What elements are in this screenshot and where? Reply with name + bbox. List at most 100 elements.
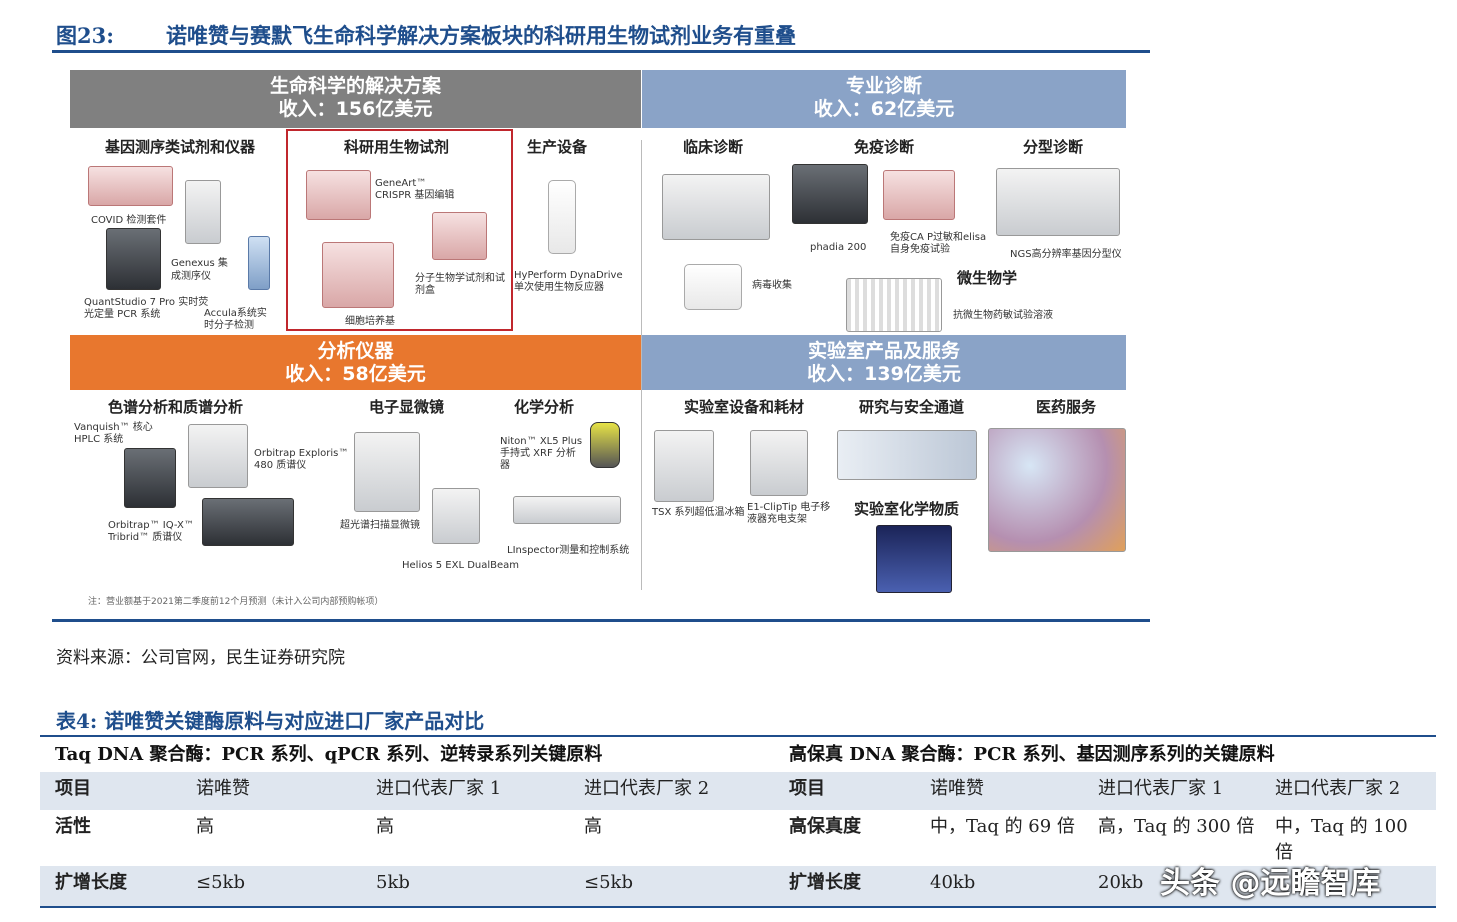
table-left-header: Taq DNA 聚合酶：PCR 系列、qPCR 系列、逆转录系列关键原料 [55,744,603,765]
caption-tribrid-1: Orbitrap™ IQ-X™ [108,520,194,531]
table-row-1-import1-right: 高，Taq 的 300 倍 [1098,816,1255,837]
col-header-vazyme-left: 诺唯赞 [196,778,250,799]
thermo-segments-infographic: 生命科学的解决方案 收入：156亿美元 专业诊断 收入：62亿美元 分析仪器 收… [70,70,1126,610]
section-immuno: 免疫诊断 [854,138,915,156]
table-row-2-vazyme-right: 40kb [930,872,976,893]
figure-number: 图23: [56,23,114,48]
table-row-1-vazyme-right: 中，Taq 的 69 倍 [930,816,1075,837]
col-header-import2-right: 进口代表厂家 2 [1275,778,1401,799]
caption-covid: COVID 检测套件 [91,215,167,226]
lab-chem-image [876,525,952,593]
ultra-em-image [354,432,420,512]
genexus-image [185,180,221,244]
table-row-2-import1-left: 5kb [376,872,410,893]
caption-orbitrap480-1: Orbitrap Exploris™ [254,448,349,459]
caption-e1clip-2: 液器充电支架 [747,514,807,525]
section-gene-seq: 基因测序类试剂和仪器 [105,138,256,156]
table-row-2-vazyme-left: ≤5kb [196,872,245,893]
e1clip-image [750,430,808,496]
caption-geneart-2: CRISPR 基因编辑 [375,190,455,201]
caption-antibiotic: 抗微生物药敏试验溶液 [953,310,1053,321]
band-analytical-name: 分析仪器 [317,340,394,362]
section-typing: 分型诊断 [1023,138,1084,156]
accula-image [248,236,270,290]
quantstudio-image [106,228,161,290]
caption-helios: Helios 5 EXL DualBeam [402,560,520,571]
caption-accula-1: Accula系统实 [204,308,267,319]
caption-vanquish-1: Vanquish™ 核心 [74,422,153,433]
col-header-vazyme-right: 诺唯赞 [930,778,984,799]
research-safety-image [837,430,977,480]
caption-linspector: LInspector测量和控制系统 [507,545,630,556]
caption-niton-2: 手持式 XRF 分析 [500,448,576,459]
col-header-import1-left: 进口代表厂家 1 [376,778,502,799]
caption-ngs: NGS高分辨率基因分型仪 [1010,249,1122,260]
caption-e1clip-1: E1-ClipTip 电子移 [747,502,831,513]
figure-source: 资料来源：公司官网，民生证券研究院 [56,648,345,668]
col-header-item-left: 项目 [55,778,91,799]
table-bottom-rule [40,906,1436,908]
section-clinical: 临床诊断 [683,138,744,156]
table-row-1-import2-left: 高 [584,816,602,837]
band-life-science-revenue: 收入：156亿美元 [278,98,433,120]
antibiotic-plate-image [846,278,942,332]
col-header-import2-left: 进口代表厂家 2 [584,778,710,799]
section-production: 生产设备 [527,138,588,156]
caption-quantstudio-1: QuantStudio 7 Pro 实时荧 [84,297,209,308]
caption-hyperform-2: 单次使用生物反应器 [514,282,604,293]
caption-phadia: phadia 200 [810,242,867,253]
caption-niton-1: Niton™ XL5 Plus [500,436,583,447]
section-research-reagents: 科研用生物试剂 [344,138,450,156]
band-analytical: 分析仪器 收入：58亿美元 [70,335,641,390]
figure-title-text: 诺唯赞与赛默飞生命科学解决方案板块的科研用生物试剂业务有重叠 [166,23,796,48]
section-research-safety: 研究与安全通道 [859,398,965,416]
caption-immuno-kit-2: 自身免疫试验 [890,244,950,255]
section-chromatography: 色谱分析和质谱分析 [108,398,244,416]
section-micro: 微生物学 [957,269,1018,287]
band-life-science-name: 生命科学的解决方案 [269,75,441,97]
caption-tribrid-2: Tribrid™ 质谱仪 [108,532,183,543]
bioreactor-image [548,180,576,254]
orbitrap480-image [188,424,248,488]
band-analytical-revenue: 收入：58亿美元 [285,363,426,385]
table-row-2-item-right: 扩增长度 [789,872,861,893]
table-row-1-item-left: 活性 [55,816,91,837]
virus-tubes-image [684,264,742,310]
figure-note: 注：营业额基于2021第二季度前12个月预测（未计入公司内部预购帐项） [88,597,384,607]
molbio-kit-image [432,212,487,260]
section-lab-equipment: 实验室设备和耗材 [684,398,805,416]
geneart-image [306,170,371,220]
band-lab-products-revenue: 收入：139亿美元 [807,363,961,385]
caption-accula-2: 时分子检测 [204,320,254,331]
table-header-row-bg [40,772,1436,810]
section-em: 电子显微镜 [369,398,445,416]
col-header-item-right: 项目 [789,778,825,799]
table-row-2-import2-left: ≤5kb [584,872,633,893]
caption-geneart-1: GeneArt™ [375,178,427,189]
tsx-freezer-image [654,430,714,502]
panel-divider [641,140,642,590]
caption-quantstudio-2: 光定量 PCR 系统 [84,309,161,320]
tribrid-image [202,498,294,546]
table-top-rule [40,735,1436,737]
caption-hyperform-1: HyPerform DynaDrive [514,270,623,281]
col-header-import1-right: 进口代表厂家 1 [1098,778,1224,799]
caption-virus: 病毒收集 [752,280,792,291]
figure-title: 图23: 诺唯赞与赛默飞生命科学解决方案板块的科研用生物试剂业务有重叠 [56,18,1150,52]
caption-cell-culture: 细胞培养基 [345,316,395,327]
section-lab-chem: 实验室化学物质 [854,500,960,518]
caption-molbio-2: 剂盒 [415,285,435,296]
band-life-science: 生命科学的解决方案 收入：156亿美元 [70,70,641,128]
caption-ultra-em: 超光谱扫描显微镜 [340,520,420,531]
covid-kit-image [88,166,173,206]
caption-immuno-kit-1: 免疫CA P过敏和elisa [890,232,987,243]
band-lab-products-name: 实验室产品及服务 [807,340,960,362]
table-row-1-vazyme-left: 高 [196,816,214,837]
section-pharma: 医药服务 [1036,398,1097,416]
table-row-1-import1-left: 高 [376,816,394,837]
table-row-2-bg [40,866,1436,906]
immuno-kit-image [883,170,955,220]
figure-bottom-rule [52,619,1150,622]
watermark: 头条 @远瞻智库 [1160,866,1381,901]
ngs-genotyper-image [996,168,1120,236]
